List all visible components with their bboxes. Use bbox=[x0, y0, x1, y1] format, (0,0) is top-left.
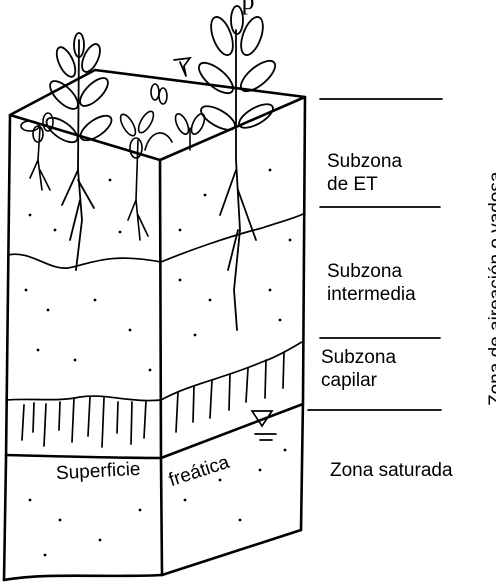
layer-boundary-capillary bbox=[6, 342, 302, 401]
plant-small-center bbox=[145, 84, 207, 150]
block-right-edge bbox=[301, 97, 305, 530]
plant-small-mid bbox=[118, 109, 157, 240]
block-corner-edge bbox=[160, 160, 162, 575]
label-zona-aireacion: Zona de aireación o vadosa bbox=[486, 172, 496, 407]
label-superficie: Superficie bbox=[55, 458, 141, 485]
block-front-edge bbox=[4, 115, 10, 580]
label-subzona-et: Subzona de ET bbox=[327, 150, 402, 196]
label-subzona-intermedia: Subzona intermedia bbox=[327, 260, 416, 306]
label-subzona-capilar: Subzona capilar bbox=[321, 346, 396, 392]
label-subzona-intermedia-line2: intermedia bbox=[327, 283, 416, 306]
water-table-right bbox=[161, 404, 303, 458]
block-bottom-right bbox=[162, 530, 301, 575]
label-zona-saturada: Zona saturada bbox=[330, 459, 453, 482]
label-subzona-et-line1: Subzona bbox=[327, 150, 402, 173]
block-bottom-front bbox=[4, 575, 162, 580]
plant-tall-left bbox=[43, 33, 116, 270]
layer-boundary-et bbox=[8, 214, 303, 268]
capillary-strokes-right bbox=[176, 352, 284, 432]
label-subzona-capilar-line2: capilar bbox=[321, 369, 396, 392]
label-subzona-intermedia-line1: Subzona bbox=[327, 260, 416, 283]
block-top-face bbox=[10, 70, 305, 160]
capillary-strokes-front bbox=[22, 397, 146, 447]
plant-small-left bbox=[21, 113, 53, 190]
flag bbox=[174, 58, 190, 76]
label-subzona-capilar-line1: Subzona bbox=[321, 346, 396, 369]
plant-tall-right bbox=[194, 6, 280, 330]
label-subzona-et-line2: de ET bbox=[327, 173, 402, 196]
